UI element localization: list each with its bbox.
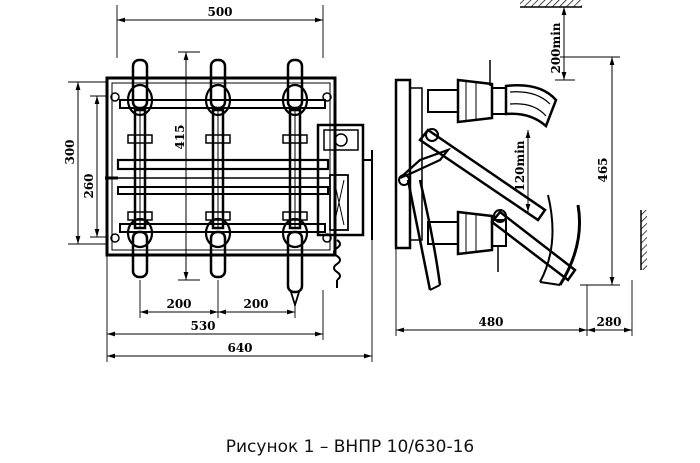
- lower-insulator: [427, 210, 507, 272]
- side-view: 200min 465 120min 480 280: [394, 0, 647, 336]
- dim-200-right: 200: [243, 297, 268, 311]
- dim-465: 465: [596, 157, 610, 182]
- wall-hatch: [641, 210, 647, 270]
- dim-260: 260: [82, 173, 96, 198]
- dim-280: 280: [596, 315, 621, 329]
- dim-415: 415: [173, 124, 187, 149]
- front-dimensions: 500 415 300 260 200 200: [63, 5, 373, 362]
- front-view: 500 415 300 260 200 200: [63, 5, 373, 362]
- base-frame: [105, 76, 337, 257]
- dim-500: 500: [207, 5, 232, 19]
- drive-mechanism: [316, 123, 373, 288]
- upper-insulator: [427, 60, 558, 129]
- dim-640: 640: [227, 341, 252, 355]
- pole-1: [126, 58, 154, 279]
- dim-300: 300: [63, 139, 77, 164]
- dim-200-left: 200: [166, 297, 191, 311]
- pole-3: [281, 58, 309, 309]
- dim-530: 530: [190, 319, 215, 333]
- side-dimensions: 200min 465 120min 480 280: [395, 7, 633, 336]
- dim-120min: 120min: [513, 140, 527, 191]
- ceiling-hatch: [520, 0, 582, 7]
- dim-200min: 200min: [549, 22, 563, 73]
- pole-2: [204, 58, 232, 279]
- blades: [398, 128, 582, 291]
- dim-480: 480: [478, 315, 503, 329]
- figure-caption: Рисунок 1 – ВНПР 10/630-16: [225, 437, 475, 457]
